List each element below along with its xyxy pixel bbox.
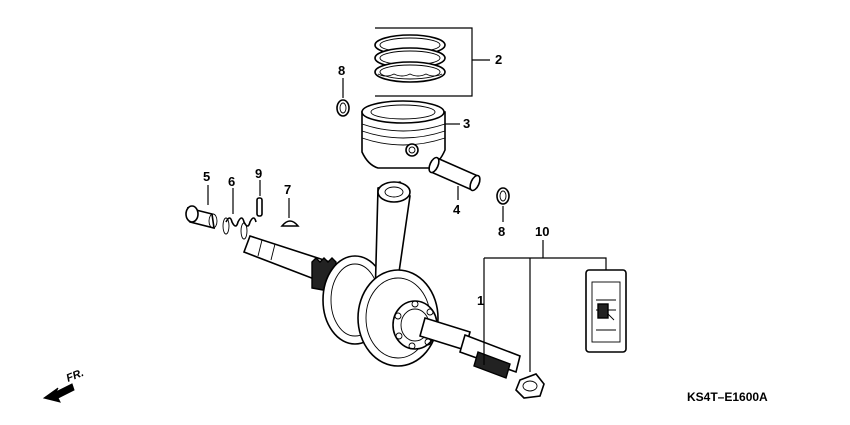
front-direction-arrow-icon xyxy=(42,383,75,403)
piston-pin xyxy=(428,156,481,192)
piston-pin-clip-upper xyxy=(336,99,350,117)
callout-2: 2 xyxy=(495,52,502,67)
callout-4: 4 xyxy=(453,202,461,217)
callout-5: 5 xyxy=(203,169,210,184)
piston-pin-clip-lower xyxy=(496,187,510,205)
piston-ring-set xyxy=(374,34,446,83)
piston xyxy=(361,100,446,169)
oil-seal-cap xyxy=(185,205,218,230)
callout-8-upper: 8 xyxy=(338,63,345,78)
callout-leader-2 xyxy=(375,27,490,97)
crankshaft-assembly xyxy=(242,181,521,379)
callout-6: 6 xyxy=(228,174,235,189)
callout-7: 7 xyxy=(284,182,291,197)
spring xyxy=(222,217,257,240)
callout-3: 3 xyxy=(463,116,470,131)
callout-10: 10 xyxy=(535,224,549,239)
crankshaft-nut xyxy=(515,373,545,399)
parts-label-card xyxy=(585,269,627,353)
callout-1: 1 xyxy=(477,293,484,308)
callout-9: 9 xyxy=(255,166,262,181)
diagram-code: KS4T–E1600A xyxy=(687,390,768,404)
callout-8-lower: 8 xyxy=(498,224,505,239)
dowel-pin xyxy=(256,197,263,217)
callout-leader-10 xyxy=(484,240,607,372)
woodruff-key xyxy=(280,220,300,227)
direction-label: FR. xyxy=(65,367,86,385)
